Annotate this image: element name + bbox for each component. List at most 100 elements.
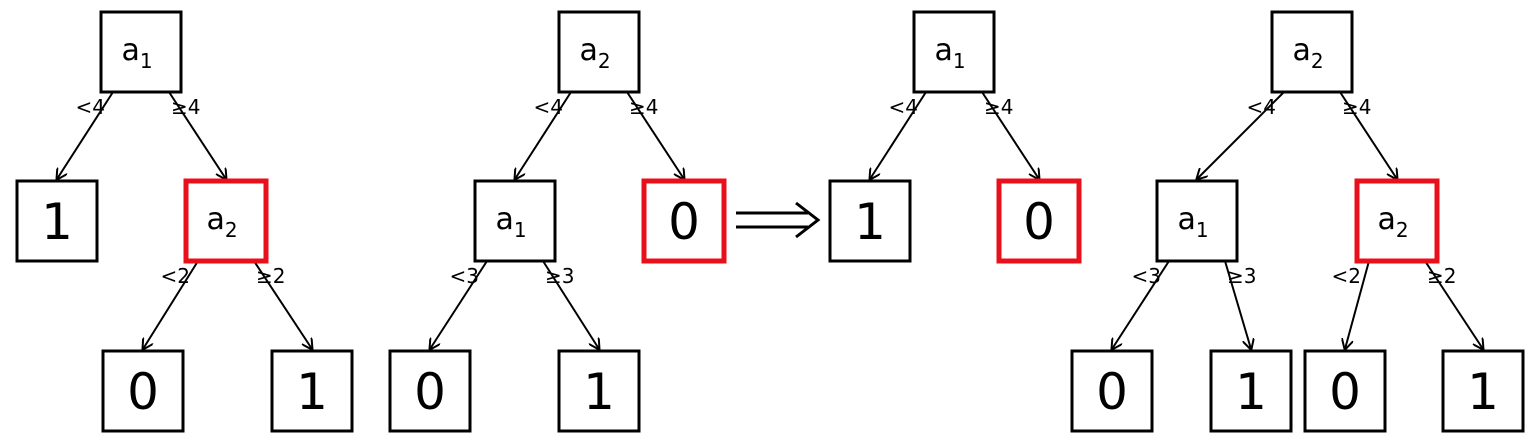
tree-edge: ≥4 (626, 91, 684, 179)
tree-edge: ≥4 (1339, 91, 1397, 179)
edge-label: <3 (1132, 264, 1161, 288)
leaf-value: 0 (1096, 363, 1128, 421)
leaf-node: 0 (101, 349, 185, 433)
leaf-node: 1 (270, 349, 354, 433)
variable-name: a (1292, 33, 1310, 68)
leaf-node: 1 (1441, 349, 1525, 433)
tree-edge: <3 (1112, 260, 1170, 349)
leaf-node: 0 (1070, 349, 1154, 433)
tree-edge: <4 (57, 91, 114, 179)
edge-label: ≥2 (256, 264, 285, 288)
variable-index: 1 (1196, 218, 1209, 242)
node-box (1303, 349, 1387, 433)
edge-arrow (870, 91, 927, 179)
tree-edge: ≥3 (1224, 260, 1256, 349)
split-node: a1 (1155, 179, 1239, 263)
edge-arrow (1197, 91, 1285, 179)
node-box (912, 10, 996, 94)
node-box (473, 179, 557, 263)
node-box (270, 349, 354, 433)
edge-arrow (1424, 260, 1483, 349)
leaf-value: 0 (414, 363, 446, 421)
leaf-value: 1 (41, 193, 73, 251)
leaf-node: 0 (388, 349, 472, 433)
leaf-node: 1 (828, 179, 912, 263)
tree-edge: <4 (515, 91, 572, 179)
leaf-node: 0 (1303, 349, 1387, 433)
edge-label: ≥3 (545, 264, 574, 288)
edge-label: <4 (76, 95, 105, 119)
edge-arrow (57, 91, 114, 179)
highlighted-node-box (1354, 178, 1440, 264)
variable-name: a (1377, 202, 1395, 237)
leaf-value: 1 (1235, 363, 1267, 421)
edge-arrow (1345, 260, 1370, 349)
leaf-node: 1 (1209, 349, 1293, 433)
tree-edge: <3 (430, 260, 488, 349)
leaf-value: 0 (668, 193, 700, 251)
tree-edge: <4 (1197, 91, 1285, 179)
variable-name: a (121, 33, 139, 68)
variable-index: 1 (953, 49, 966, 73)
node-box (557, 349, 641, 433)
node-box (1441, 349, 1525, 433)
highlighted-node-box (183, 178, 269, 264)
edge-arrow (253, 260, 312, 349)
variable-name: a (934, 33, 952, 68)
highlighted-node-box (996, 178, 1082, 264)
edge-label: ≥3 (1227, 264, 1256, 288)
split-node: a1 (99, 10, 183, 94)
tree-edge: <2 (1332, 260, 1370, 349)
leaf-value: 1 (296, 363, 328, 421)
split-variable: a1 (934, 33, 965, 73)
edge-label: <2 (161, 264, 190, 288)
leaf-value: 1 (854, 193, 886, 251)
split-node: a2 (1354, 178, 1440, 264)
node-box (388, 349, 472, 433)
leaf-value: 1 (1467, 363, 1499, 421)
split-node: a1 (473, 179, 557, 263)
split-variable: a1 (121, 33, 152, 73)
split-variable: a2 (1292, 33, 1323, 73)
edge-label: <4 (889, 95, 918, 119)
leaf-node: 1 (15, 179, 99, 263)
variable-index: 2 (598, 49, 611, 73)
leaf-node: 0 (641, 178, 727, 264)
leaf-value: 0 (1023, 193, 1055, 251)
node-box (99, 10, 183, 94)
edge-label: ≥4 (171, 95, 200, 119)
edge-arrow (515, 91, 572, 179)
leaf-node: 0 (996, 178, 1082, 264)
split-variable: a1 (1177, 202, 1208, 242)
tree-edge: ≥2 (1424, 260, 1483, 349)
edge-label: ≥4 (984, 95, 1013, 119)
edge-arrow (430, 260, 488, 349)
leaf-node: 1 (557, 349, 641, 433)
edge-arrow (168, 91, 226, 179)
split-variable: a2 (206, 202, 237, 242)
variable-name: a (579, 33, 597, 68)
variable-index: 1 (140, 49, 153, 73)
edge-arrow (626, 91, 684, 179)
split-node: a1 (912, 10, 996, 94)
node-box (15, 179, 99, 263)
leaf-value: 1 (583, 363, 615, 421)
node-box (557, 10, 641, 94)
edge-arrow (143, 260, 199, 349)
split-node: a2 (557, 10, 641, 94)
variable-index: 1 (514, 218, 527, 242)
edge-arrow (1339, 91, 1397, 179)
split-variable: a1 (495, 202, 526, 242)
tree-edge: ≥2 (253, 260, 312, 349)
variable-name: a (495, 202, 513, 237)
node-box (1070, 349, 1154, 433)
tree-edge: ≥3 (542, 260, 599, 349)
tree-edge: <2 (143, 260, 199, 349)
variable-index: 2 (1396, 218, 1409, 242)
variable-index: 2 (1311, 49, 1324, 73)
edge-arrow (542, 260, 599, 349)
node-box (1209, 349, 1293, 433)
edge-label: <2 (1332, 264, 1361, 288)
split-node: a2 (183, 178, 269, 264)
